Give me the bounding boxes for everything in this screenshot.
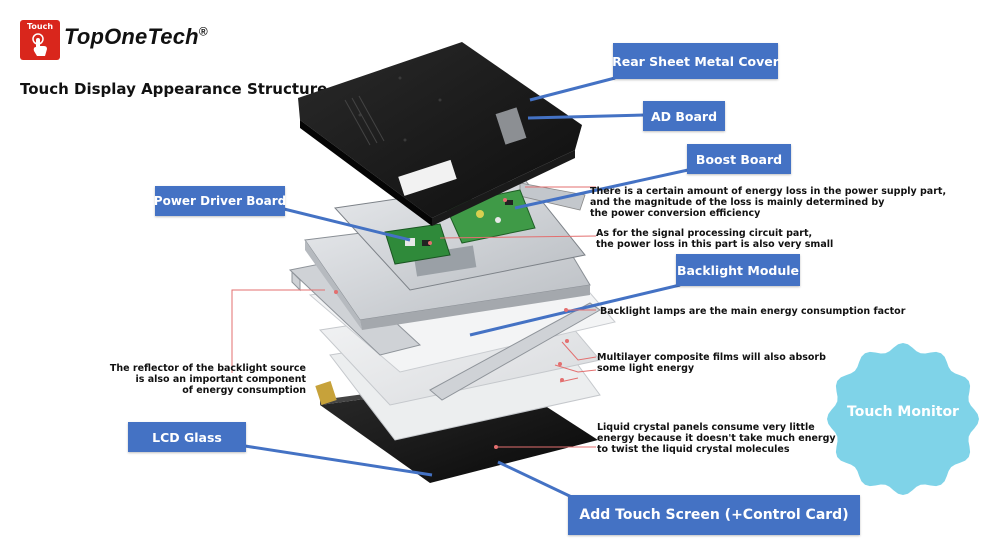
note-reflector-line: The reflector of the backlight source bbox=[109, 363, 306, 374]
brand-name: TopOneTech® bbox=[64, 24, 208, 50]
note-films-line: some light energy bbox=[597, 363, 695, 374]
power-driver-board-pcb bbox=[384, 223, 451, 265]
note-liquid-crystal-line: to twist the liquid crystal molecules bbox=[597, 444, 790, 455]
label-ad-board-text: AD Board bbox=[650, 108, 718, 124]
leader-dots bbox=[334, 198, 569, 449]
label-backlight-module-text: Backlight Module bbox=[676, 262, 800, 278]
label-power-driver-board: Power Driver Board bbox=[153, 186, 287, 216]
brand-text: TopOneTech bbox=[64, 24, 199, 49]
note-signal-loss-line: As for the signal processing circuit par… bbox=[596, 228, 813, 239]
label-rear-sheet-metal-cover-text: Rear Sheet Metal Cover bbox=[612, 53, 779, 69]
note-liquid-crystal: Liquid crystal panels consume very littl… bbox=[597, 422, 836, 455]
note-liquid-crystal-line: Liquid crystal panels consume very littl… bbox=[597, 422, 815, 433]
touch-monitor-badge-text: Touch Monitor bbox=[847, 404, 959, 420]
note-films: Multilayer composite films will also abs… bbox=[597, 352, 826, 374]
note-films-line: Multilayer composite films will also abs… bbox=[597, 352, 826, 363]
logo-mark-text: Touch bbox=[26, 22, 54, 31]
note-backlight-lamps: Backlight lamps are the main energy cons… bbox=[600, 306, 905, 317]
note-power-loss-line: There is a certain amount of energy loss… bbox=[590, 186, 947, 197]
touch-monitor-badge bbox=[827, 343, 979, 495]
touch-hand-icon bbox=[32, 33, 47, 56]
note-signal-loss: As for the signal processing circuit par… bbox=[596, 228, 833, 250]
label-leader-lines bbox=[244, 76, 689, 502]
label-lcd-glass: LCD Glass bbox=[128, 422, 246, 452]
label-add-touch-screen-text: Add Touch Screen (+Control Card) bbox=[579, 507, 849, 523]
note-power-loss-line: and the magnitude of the loss is mainly … bbox=[590, 197, 885, 208]
note-reflector-line: of energy consumption bbox=[182, 385, 306, 396]
label-boost-board: Boost Board bbox=[687, 144, 791, 174]
note-backlight-lamps-line: Backlight lamps are the main energy cons… bbox=[600, 306, 906, 317]
label-backlight-module: Backlight Module bbox=[676, 254, 800, 286]
label-rear-sheet-metal-cover: Rear Sheet Metal Cover bbox=[612, 43, 779, 79]
note-power-loss-line: the power conversion efficiency bbox=[590, 208, 761, 219]
label-add-touch-screen: Add Touch Screen (+Control Card) bbox=[568, 495, 860, 535]
logo-mark: Touch bbox=[20, 20, 60, 60]
label-ad-board: AD Board bbox=[643, 101, 725, 131]
label-lcd-glass-text: LCD Glass bbox=[152, 429, 222, 445]
note-leader-lines bbox=[231, 186, 597, 448]
note-power-loss: There is a certain amount of energy loss… bbox=[590, 186, 946, 219]
page-title: Touch Display Appearance Structure bbox=[20, 80, 328, 98]
rear-cover-shell bbox=[298, 42, 582, 226]
note-liquid-crystal-line: energy because it doesn't take much ener… bbox=[597, 433, 836, 444]
label-boost-board-text: Boost Board bbox=[695, 151, 783, 167]
note-signal-loss-line: the power loss in this part is also very… bbox=[596, 239, 834, 250]
note-reflector: The reflector of the backlight source is… bbox=[96, 363, 306, 396]
label-power-driver-board-text: Power Driver Board bbox=[153, 194, 287, 208]
registered-mark: ® bbox=[198, 24, 208, 39]
note-reflector-line: is also an important component bbox=[135, 374, 306, 385]
